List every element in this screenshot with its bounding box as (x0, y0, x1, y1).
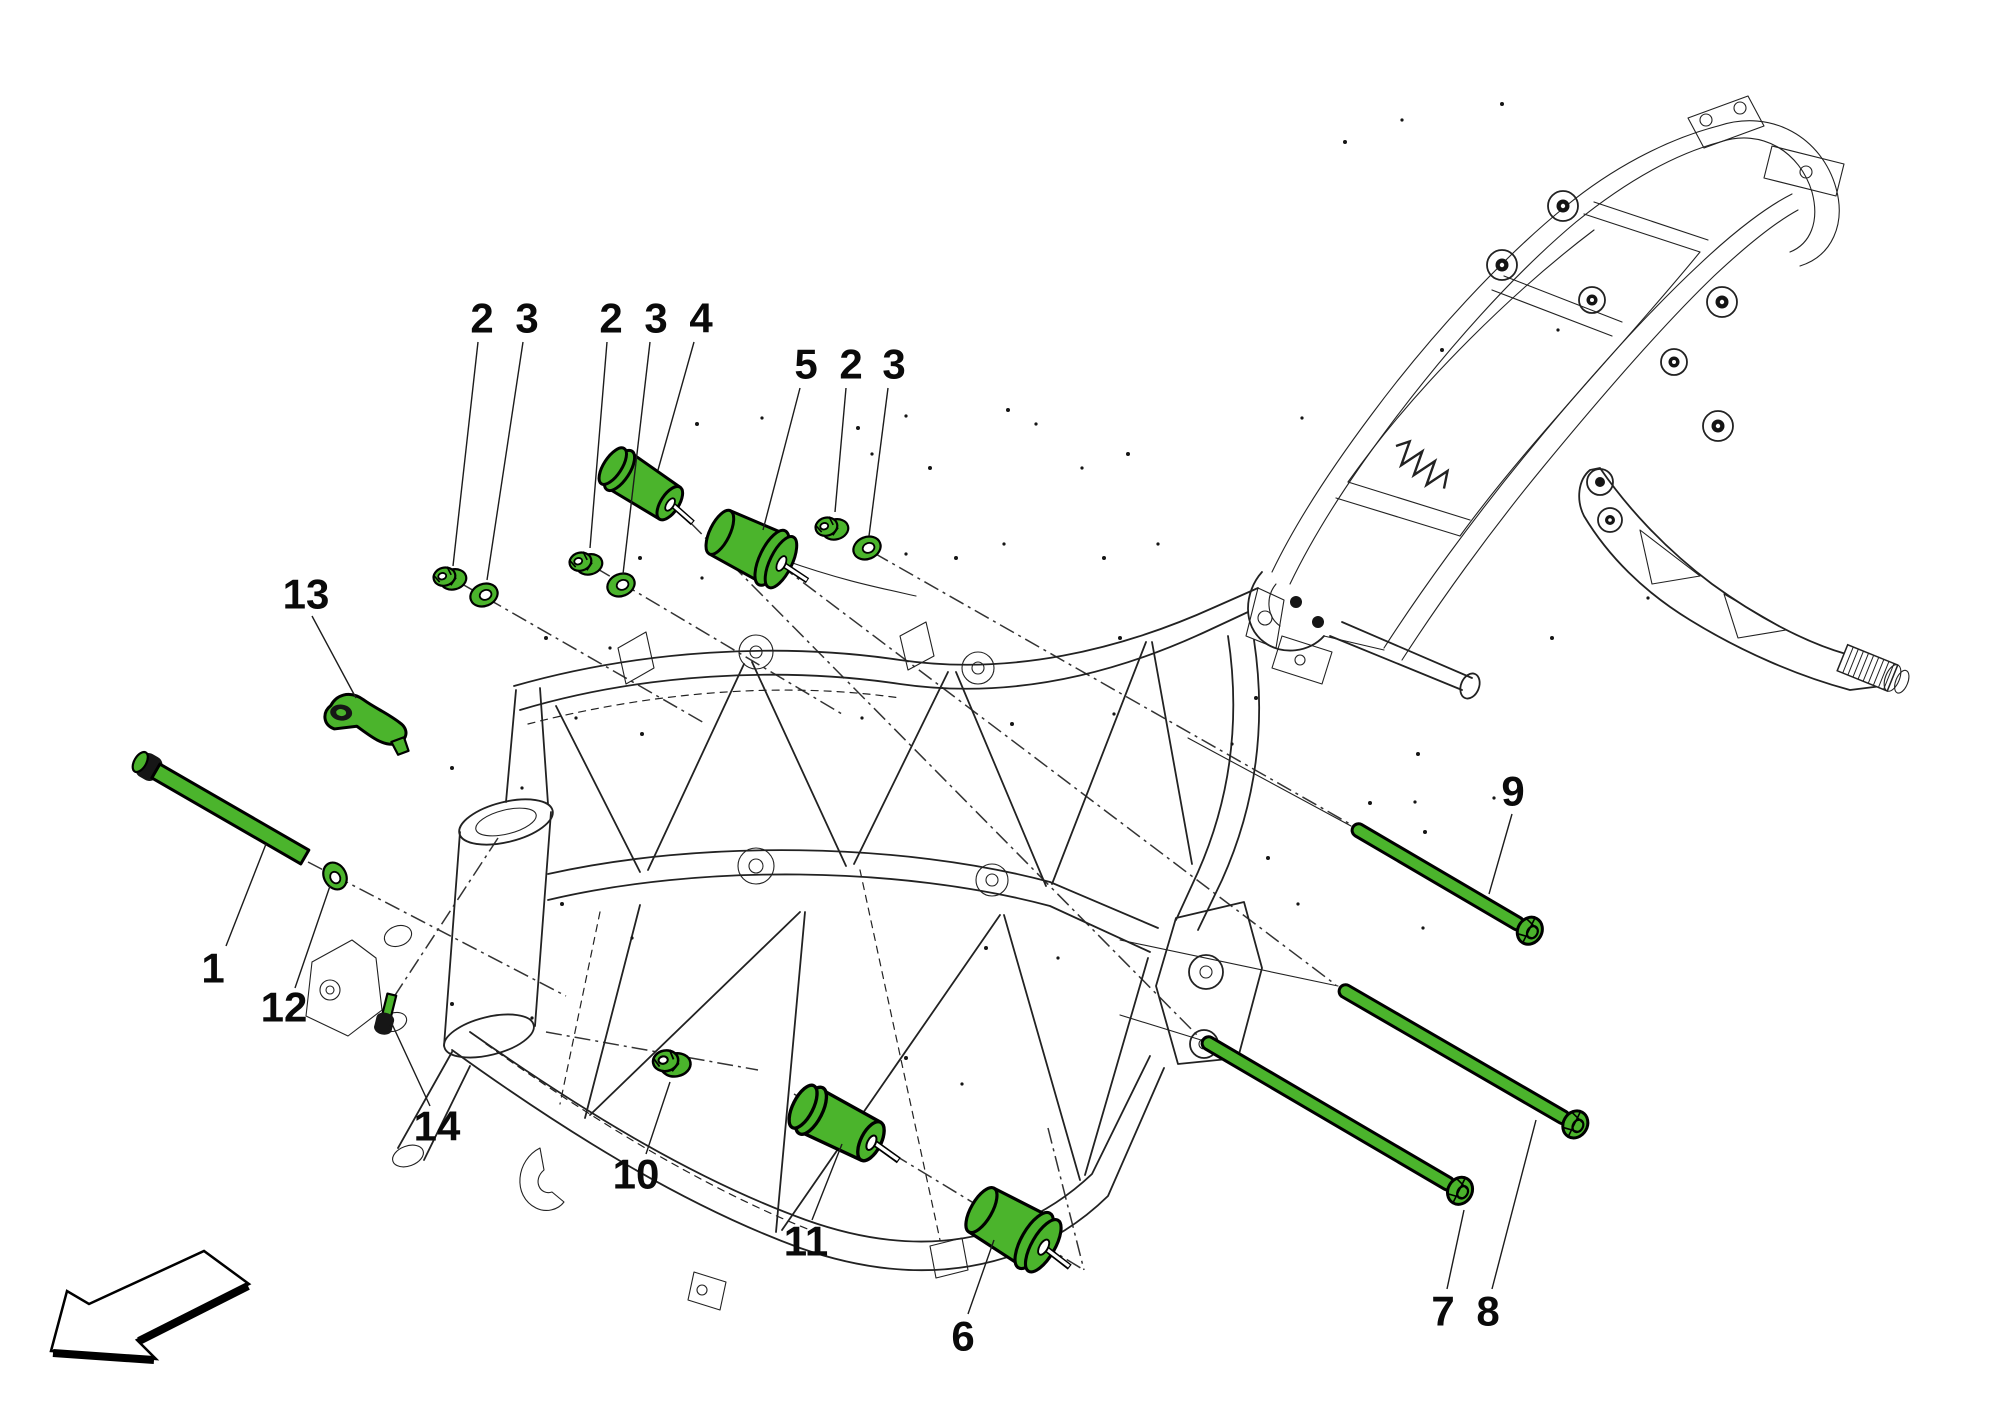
part-8-long-bolt (1337, 983, 1590, 1140)
callout-leader-line (657, 341, 695, 471)
callout-label-2: 2 (839, 341, 862, 388)
part-2-flanged-nut (430, 561, 470, 596)
part-1-long-pivot-bolt (131, 750, 311, 866)
callout-label-3: 3 (515, 295, 538, 342)
callout-leader-line (452, 341, 479, 567)
callout-leader-line (645, 1081, 671, 1155)
callout-leader-line (762, 387, 801, 531)
rear-subframe-drawing (1247, 95, 1910, 700)
callout-label-2: 2 (599, 295, 622, 342)
callout-label-8: 8 (1476, 1288, 1499, 1335)
speckle-dots (450, 102, 1650, 1086)
part-14-short-screw (374, 992, 398, 1035)
callout-label-12: 12 (261, 984, 308, 1031)
callout-label-11: 11 (784, 1218, 828, 1265)
callout-leader-line (834, 387, 847, 513)
callout-label-6: 6 (951, 1313, 974, 1360)
main-frame-drawing (305, 587, 1285, 1311)
callout-label-3: 3 (644, 295, 667, 342)
callout-label-14: 14 (414, 1103, 461, 1150)
part-3-washer (602, 568, 640, 602)
callout-leader-line (486, 341, 524, 581)
part-9-long-bolt (1350, 822, 1544, 946)
part-3-washer (465, 578, 503, 612)
callout-leader-line (868, 387, 889, 537)
callout-leader-line (811, 1143, 843, 1221)
callout-label-13: 13 (283, 571, 330, 618)
callout-label-7: 7 (1431, 1288, 1454, 1335)
callout-leader-line (311, 615, 357, 699)
part-11-flanged-bushing (782, 1079, 912, 1179)
subframe-grommets (1486, 190, 1738, 533)
callout-label-2: 2 (470, 295, 493, 342)
part-7-long-bolt (1200, 1035, 1475, 1206)
projection-axis-lines (307, 501, 1352, 1271)
callout-label-1: 1 (201, 945, 224, 992)
callout-leader-line (589, 341, 608, 549)
callout-label-3: 3 (882, 341, 905, 388)
part-2-flanged-nut (812, 511, 852, 546)
callout-label-5: 5 (794, 341, 817, 388)
direction-arrow (49, 1249, 252, 1364)
callout-leader-line (225, 843, 267, 947)
highlighted-parts (131, 442, 1590, 1290)
part-3-washer (848, 531, 886, 565)
callout-leader-line (391, 1023, 431, 1107)
part-4-flanged-bushing (593, 442, 708, 539)
callout-leader-line (622, 341, 651, 575)
callout-label-4: 4 (689, 295, 713, 342)
callout-label-10: 10 (613, 1151, 660, 1198)
subframe-spring (1395, 439, 1450, 489)
footpeg-knurled (1836, 643, 1910, 694)
callout-leader-line (294, 885, 331, 989)
callout-leader-line (1491, 1119, 1537, 1290)
part-2-flanged-nut (566, 546, 606, 581)
part-5-spacer-bushing (698, 501, 823, 603)
callout-leader-line (1488, 813, 1513, 895)
callout-leader-line (967, 1239, 995, 1315)
part-12-washer (317, 857, 353, 895)
callout-label-9: 9 (1501, 768, 1524, 815)
part-13-retainer-clip (323, 692, 410, 756)
part-10-flanged-nut (650, 1045, 694, 1082)
callout-leader-line (1446, 1209, 1465, 1290)
